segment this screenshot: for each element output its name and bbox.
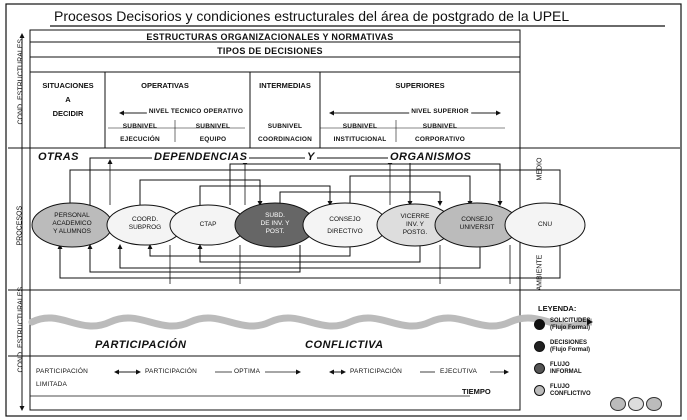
subnivel-corporativo: CORPORATIVO	[414, 136, 466, 143]
bottom-optima: OPTIMA	[234, 368, 261, 375]
bottom-participacion-1: PARTICIPACIÓN	[36, 368, 89, 375]
word-y: Y	[305, 151, 317, 163]
legend-dot-icon	[534, 319, 545, 330]
col-a: A	[65, 95, 71, 104]
side-label-cond-top: COND. ESTRUCTURALES	[17, 38, 25, 125]
word-dependencias: DEPENDENCIAS	[152, 151, 250, 163]
nav-back-button[interactable]	[610, 397, 626, 411]
col-intermedias: INTERMEDIAS	[259, 81, 311, 90]
legend-item-label: FLUJO	[550, 362, 570, 368]
legend-item-sublabel: (Flujo Formal)	[550, 347, 590, 354]
outer-frame	[5, 3, 682, 417]
subnivel-corporativo-label: SUBNIVEL	[422, 123, 458, 130]
subnivel-equipo-label: SUBNIVEL	[195, 123, 231, 130]
bottom-limitada: LIMITADA	[36, 381, 68, 388]
legend-item-label: SOLICITUDES	[550, 318, 591, 324]
conflict-wave	[28, 314, 589, 330]
col-superiores: SUPERIORES	[395, 81, 445, 90]
word-conflictiva: CONFLICTIVA	[305, 339, 384, 351]
subnivel-ejecucion: EJECUCIÓN	[120, 136, 160, 143]
label-nivel-tecnico: NIVEL TECNICO OPERATIVO	[146, 108, 246, 116]
subnivel-equipo: EQUIPO	[199, 136, 227, 143]
legend-item-sublabel: (Flujo Formal)	[550, 325, 590, 332]
node-ctap: CTAP	[199, 221, 217, 228]
col-decidir: DECIDIR	[52, 109, 84, 118]
word-organismos: ORGANISMOS	[388, 151, 474, 163]
side-label-medio: MEDIO	[536, 157, 544, 181]
subnivel-coordinacion-label: SUBNIVEL	[267, 123, 303, 130]
col-situaciones: SITUACIONES	[42, 81, 94, 90]
legend-dot-icon	[534, 385, 545, 396]
legend-item-sublabel: CONFLICTIVO	[550, 391, 591, 398]
col-operativas: OPERATIVAS	[141, 81, 189, 90]
legend-title: LEYENDA:	[538, 304, 577, 313]
legend-item-label: DECISIONES	[550, 340, 588, 346]
band-estructuras: ESTRUCTURAS ORGANIZACIONALES Y NORMATIVA…	[146, 32, 394, 42]
diagram-title: Procesos Decisorios y condiciones estruc…	[54, 8, 570, 24]
node-cnu: CNU	[537, 221, 553, 228]
subnivel-ejecucion-label: SUBNIVEL	[122, 123, 158, 130]
legend-item-sublabel: INFORMAL	[550, 369, 582, 376]
subnivel-institucional: INSTITUCIONAL	[333, 136, 387, 143]
bottom-participacion-3: PARTICIPACIÓN	[350, 368, 403, 375]
bottom-tiempo: TIEMPO	[462, 387, 491, 396]
node-coord: COORD.SUBPROG	[128, 216, 162, 231]
legend-dot-icon	[534, 341, 545, 352]
label-nivel-superior: NIVEL SUPERIOR	[409, 108, 471, 116]
nav-forward-button[interactable]	[646, 397, 662, 411]
legend-dot-icon	[534, 363, 545, 374]
nav-home-button[interactable]	[628, 397, 644, 411]
word-otras: OTRAS	[36, 151, 81, 163]
side-label-procesos: PROCESOS	[16, 205, 24, 246]
subnivel-coordinacion: COORDINACION	[257, 136, 313, 143]
legend-item-label: FLUJO	[550, 384, 570, 390]
bottom-ejecutiva: EJECUTIVA	[440, 368, 478, 375]
word-participacion: PARTICIPACIÓN	[95, 339, 187, 351]
bottom-participacion-2: PARTICIPACIÓN	[145, 368, 198, 375]
side-label-cond-bottom: COND. ESTRUCTURALES	[17, 286, 25, 373]
side-label-ambiente: AMBIENTE	[536, 254, 544, 291]
band-tipos-decisiones: TIPOS DE DECISIONES	[217, 46, 323, 56]
subnivel-institucional-label: SUBNIVEL	[342, 123, 378, 130]
